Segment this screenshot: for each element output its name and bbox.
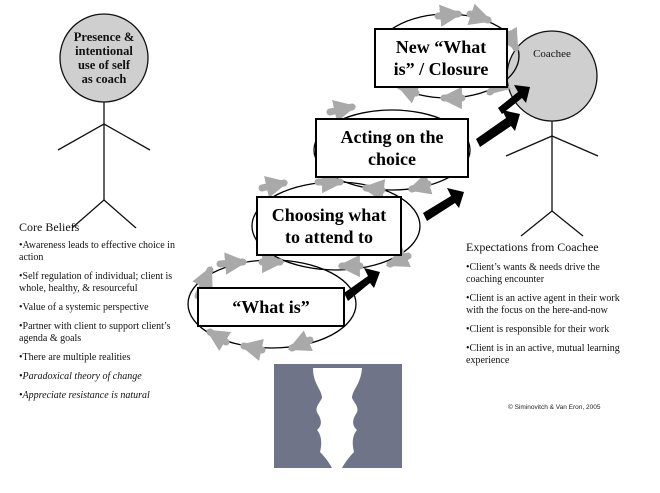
coach-figure	[57, 13, 151, 229]
black-arrow	[476, 110, 520, 147]
progress-arrows	[344, 85, 530, 301]
gray-arrow	[258, 176, 289, 198]
gray-arrow	[287, 330, 314, 352]
stage-closure-line: is” / Closure	[393, 59, 489, 79]
black-arrow	[498, 85, 530, 114]
core-belief-item: •There are multiple realities	[19, 352, 131, 363]
core-belief-item: •Value of a systemic perspective	[19, 302, 149, 313]
gray-arrow	[434, 4, 463, 27]
gray-arrow	[466, 3, 493, 25]
gray-arrow	[385, 246, 412, 268]
gray-arrow	[206, 328, 232, 351]
gray-arrow	[497, 26, 520, 52]
coach-head-line: use of self	[77, 58, 131, 72]
stage-closure: New “What is” / Closure	[374, 28, 508, 88]
coachee-head	[506, 30, 598, 122]
coach-head-line: as coach	[81, 72, 127, 86]
black-arrow	[344, 268, 380, 301]
coachee-figure	[505, 30, 599, 237]
stage-closure-line: New “What	[395, 37, 487, 57]
gray-arrow	[239, 338, 266, 361]
expectations-list: •Client’s wants & needs drive the coachi…	[466, 262, 626, 374]
gray-arrow	[326, 100, 357, 122]
gray-arrow	[216, 252, 248, 275]
core-belief-item: •Partner with client to support client’s…	[19, 321, 171, 344]
coach-head-line: intentional	[75, 44, 133, 58]
coach-head-line: Presence &	[73, 30, 135, 44]
cycle-loop-acting	[313, 109, 471, 191]
stage-choosing: Choosing what to attend to	[256, 196, 402, 256]
expectation-item: •Client is responsible for their work	[466, 324, 610, 335]
stage-acting-line: Acting on the	[340, 127, 444, 147]
coach-head-label: Presence & intentional use of self as co…	[64, 30, 144, 86]
stage-acting-line: choice	[368, 149, 416, 169]
expectation-item: •Client is in an active, mutual learning…	[466, 343, 620, 366]
stage-choosing-line: to attend to	[285, 227, 373, 247]
core-beliefs-title: Core Beliefs	[19, 220, 80, 234]
core-belief-item: •Appreciate resistance is natural	[19, 390, 150, 401]
expectation-item: •Client’s wants & needs drive the coachi…	[466, 262, 600, 285]
expectation-item: •Client is an active agent in their work…	[466, 293, 620, 316]
gray-arrow	[407, 172, 433, 195]
gray-arrow	[361, 179, 386, 202]
expectations-title: Expectations from Coachee	[466, 240, 599, 254]
core-belief-item: •Self regulation of individual; client i…	[19, 271, 173, 294]
stage-what-is-label: “What is”	[232, 297, 310, 317]
stage-choosing-line: Choosing what	[271, 205, 387, 225]
faces-vase-illusion	[274, 364, 402, 468]
coachee-head-label: Coachee	[533, 48, 571, 60]
stage-acting: Acting on the choice	[315, 118, 469, 178]
core-belief-item: •Awareness leads to effective choice in …	[19, 240, 175, 263]
vase-shape	[313, 368, 362, 468]
stage-what-is: “What is”	[197, 287, 345, 327]
core-beliefs-list: •Awareness leads to effective choice in …	[19, 240, 179, 409]
copyright-credit: © Siminovitch & Van Eron, 2005	[508, 404, 601, 411]
core-belief-item: •Paradoxical theory of change	[19, 371, 142, 382]
black-arrow	[423, 188, 464, 221]
